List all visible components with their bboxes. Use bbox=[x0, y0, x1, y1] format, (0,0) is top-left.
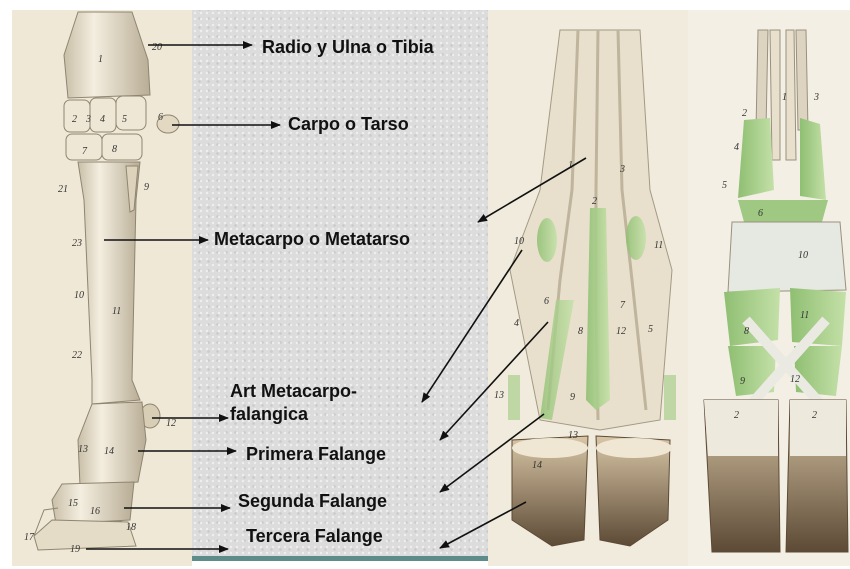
right-ligament-drawing bbox=[704, 30, 848, 552]
figure-number: 3 bbox=[85, 114, 91, 125]
figure-number: 11 bbox=[654, 240, 663, 251]
figure-number: 3 bbox=[813, 92, 819, 103]
figure-number: 9 bbox=[570, 392, 575, 403]
figure-number: 21 bbox=[58, 184, 68, 195]
label-radio-ulna-tibia: Radio y Ulna o Tibia bbox=[262, 37, 434, 58]
figure-number: 2 bbox=[72, 114, 77, 125]
figure-number: 4 bbox=[100, 114, 105, 125]
label-art-metacarpofalangica-line1: Art Metacarpo- bbox=[230, 381, 357, 402]
label-segunda-falange: Segunda Falange bbox=[238, 491, 387, 512]
figure-number: 2 bbox=[592, 196, 597, 207]
figure-number: 12 bbox=[166, 418, 176, 429]
arrow-art-metacarpofalangica bbox=[422, 250, 522, 402]
figure-number: 2 bbox=[812, 410, 817, 421]
figure-number: 19 bbox=[70, 544, 80, 555]
figure-number: 14 bbox=[104, 446, 114, 457]
arrow-tercera-right bbox=[440, 502, 526, 548]
figure-number: 5 bbox=[122, 114, 127, 125]
figure-number: 11 bbox=[112, 306, 121, 317]
figure-number: 5 bbox=[648, 324, 653, 335]
figure-number: 6 bbox=[544, 296, 549, 307]
figure-number: 8 bbox=[578, 326, 583, 337]
figure-number: 8 bbox=[112, 144, 117, 155]
label-tercera-falange: Tercera Falange bbox=[246, 526, 383, 547]
figure-number: 9 bbox=[144, 182, 149, 193]
figure-number: 20 bbox=[152, 42, 162, 53]
figure-number: 1 bbox=[782, 92, 787, 103]
figure-number: 15 bbox=[68, 498, 78, 509]
figure-number: 16 bbox=[90, 506, 100, 517]
figure-number: 3 bbox=[619, 164, 625, 175]
figure-number: 13 bbox=[494, 390, 504, 401]
figure-number: 10 bbox=[798, 250, 808, 261]
figure-number: 9 bbox=[740, 376, 745, 387]
figure-number: 13 bbox=[568, 430, 578, 441]
figure-number: 4 bbox=[734, 142, 739, 153]
label-primera-falange: Primera Falange bbox=[246, 444, 386, 465]
figure-number: 22 bbox=[72, 350, 82, 361]
figure-number: 10 bbox=[74, 290, 84, 301]
figure-number: 23 bbox=[72, 238, 82, 249]
label-carpo-tarso: Carpo o Tarso bbox=[288, 114, 409, 135]
label-metacarpo-metatarso: Metacarpo o Metatarso bbox=[214, 229, 410, 250]
label-art-metacarpofalangica-line2: falangica bbox=[230, 404, 308, 425]
figure-number: 11 bbox=[800, 310, 809, 321]
figure-number: 4 bbox=[514, 318, 519, 329]
figure-number: 6 bbox=[158, 112, 163, 123]
figure-number: 1 bbox=[98, 54, 103, 65]
figure-number: 5 bbox=[722, 180, 727, 191]
figure-number: 6 bbox=[758, 208, 763, 219]
figure-number: 10 bbox=[514, 236, 524, 247]
figure-number: 12 bbox=[790, 374, 800, 385]
figure-number: 2 bbox=[734, 410, 739, 421]
figure-number: 12 bbox=[616, 326, 626, 337]
figure-number: 13 bbox=[78, 444, 88, 455]
left-skeleton-drawing bbox=[34, 12, 179, 550]
figure-number: 18 bbox=[126, 522, 136, 533]
figure-number: 2 bbox=[742, 108, 747, 119]
figure-number: 17 bbox=[24, 532, 35, 543]
figure-number: 8 bbox=[744, 326, 749, 337]
figure-number: 14 bbox=[532, 460, 542, 471]
